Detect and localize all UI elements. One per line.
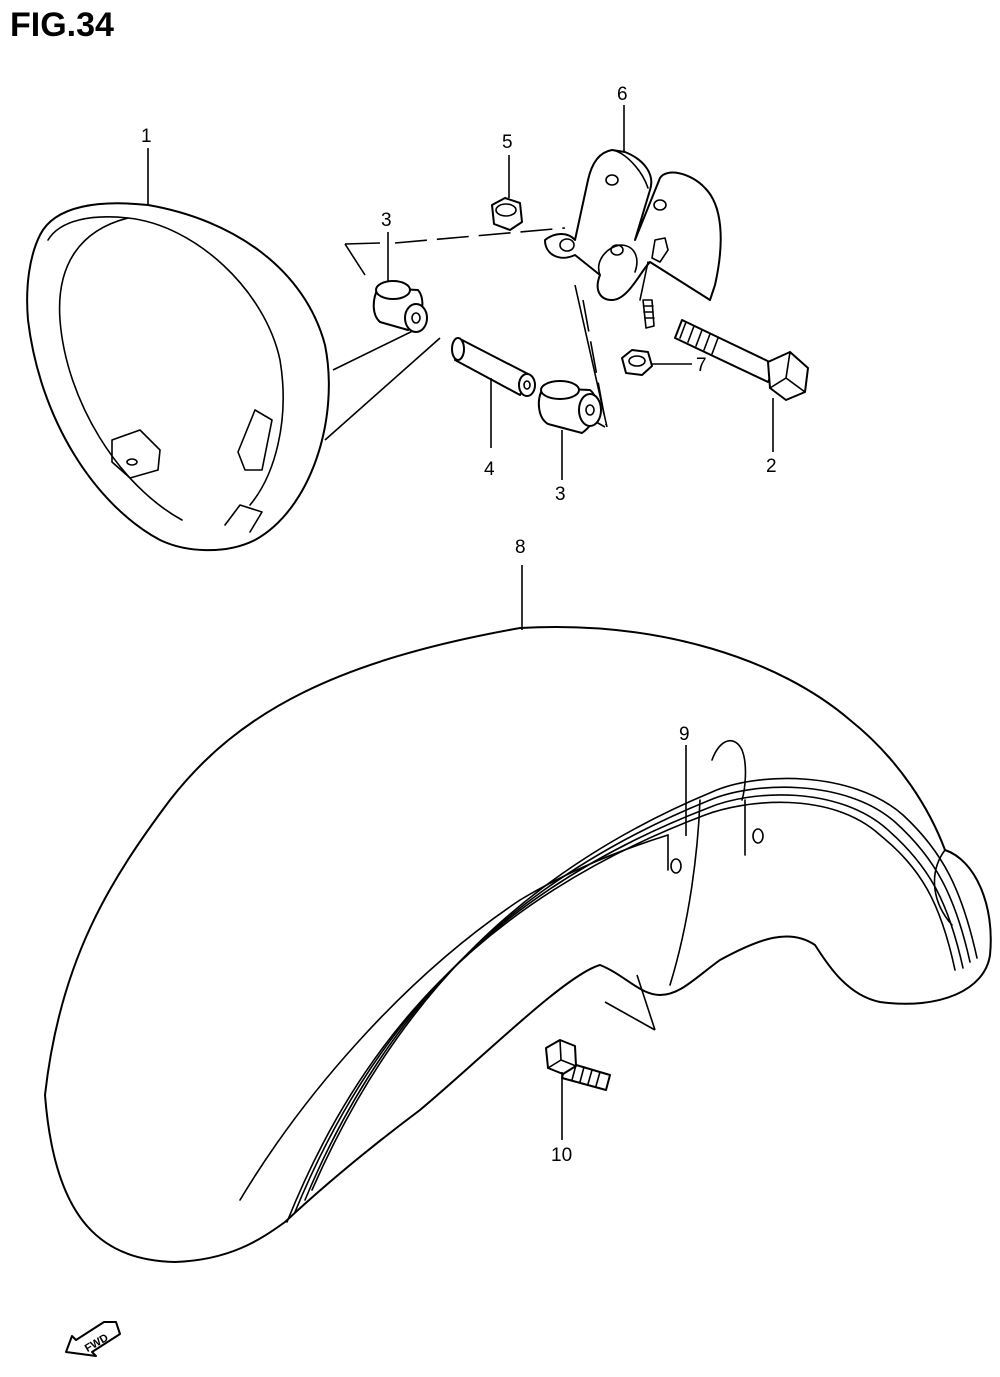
callout-8: 8 (515, 537, 526, 558)
grommet-lower[interactable] (537, 380, 602, 434)
callout-3-upper: 3 (381, 210, 392, 231)
grommet-upper[interactable] (372, 280, 428, 333)
fender-bolt-part-10[interactable] (545, 1039, 611, 1091)
callout-5: 5 (502, 132, 513, 153)
bracket-stud (642, 299, 655, 329)
headlamp-bracket[interactable] (544, 149, 722, 301)
spacer-collar[interactable] (451, 337, 536, 397)
bolt-part-2[interactable] (674, 319, 809, 401)
figure-title: FIG.34 (10, 6, 114, 44)
callout-4: 4 (484, 459, 495, 480)
callout-1: 1 (141, 126, 152, 147)
callout-3-lower: 3 (555, 484, 566, 505)
callout-6: 6 (617, 84, 628, 105)
fwd-arrow-icon: FWD (65, 1321, 121, 1357)
callout-7: 7 (696, 355, 707, 376)
fender-bolt-guide (604, 974, 656, 1031)
front-fender[interactable] (44, 626, 992, 1263)
callout-9: 9 (679, 724, 690, 745)
flange-nut-part-7[interactable] (621, 349, 653, 376)
headlamp-housing[interactable] (26, 202, 330, 552)
nut-part-5[interactable] (491, 197, 523, 231)
callout-10: 10 (551, 1145, 572, 1166)
callout-2: 2 (766, 456, 777, 477)
